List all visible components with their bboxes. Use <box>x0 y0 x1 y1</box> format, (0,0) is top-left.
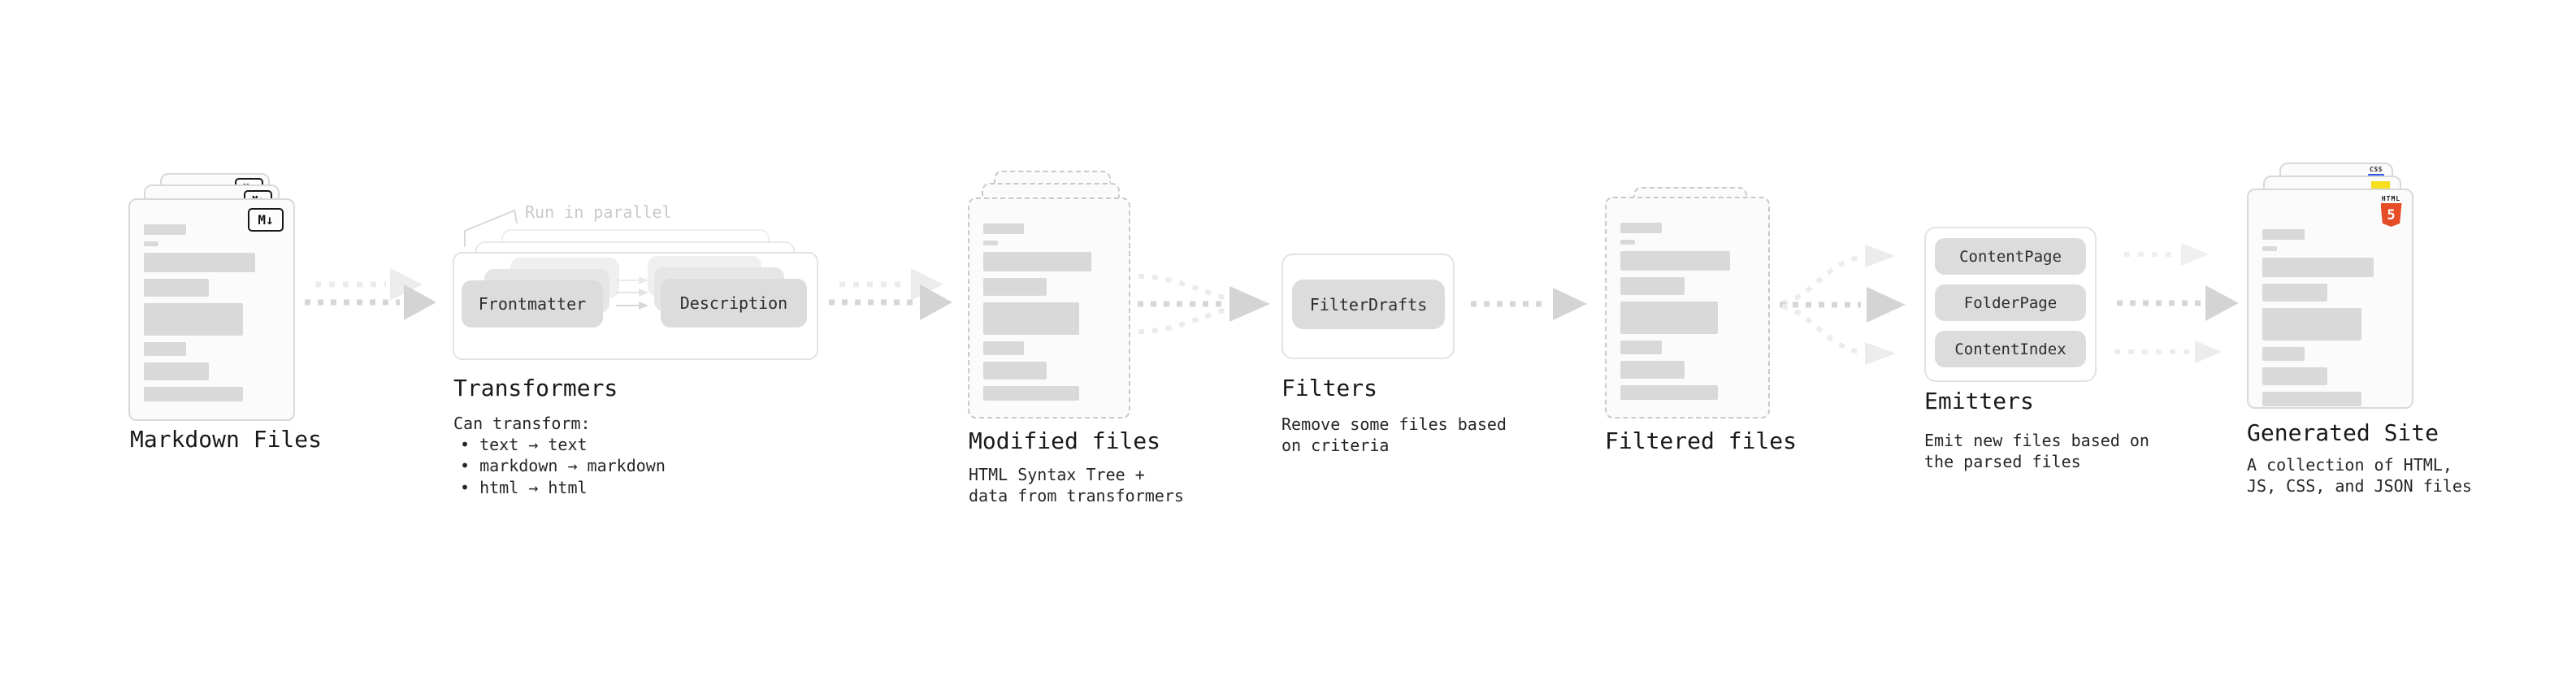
annotation-leader-line <box>464 210 518 247</box>
stage-title-filtered-files: Filtered files <box>1605 427 1798 454</box>
contentindex-node: ContentIndex <box>1935 331 2086 367</box>
filtered-file-card <box>1605 197 1770 419</box>
frontmatter-node: Frontmatter <box>462 280 603 327</box>
filters-desc: Remove some files based <box>1281 414 1507 434</box>
markdown-file-card: M↓ <box>128 198 295 421</box>
contentpage-node: ContentPage <box>1935 238 2086 275</box>
folderpage-node: FolderPage <box>1935 284 2086 321</box>
modified-file-card <box>968 197 1130 419</box>
flow-arrow-filtered-to-emitters <box>1780 245 1906 365</box>
stage-title-generated-site: Generated Site <box>2247 419 2439 446</box>
html5-icon: HTML 5 <box>2380 195 2402 227</box>
emitters-desc: Emit new files based on <box>1924 431 2149 450</box>
stage-title-filters: Filters <box>1281 375 1378 401</box>
generated-site-desc: JS, CSS, and JSON files <box>2247 476 2472 496</box>
stage-title-markdown-files: Markdown Files <box>130 426 323 453</box>
site-file-card: HTML 5 <box>2247 189 2413 409</box>
document-text-placeholder <box>1620 223 1754 406</box>
modified-files-desc: HTML Syntax Tree + <box>969 465 1145 484</box>
filters-desc: on criteria <box>1281 436 1390 455</box>
description-node: Description <box>661 279 807 327</box>
document-text-placeholder <box>983 223 1115 407</box>
transformers-desc-heading: Can transform: <box>453 414 591 433</box>
transformers-bullet: • html → html <box>460 478 588 497</box>
transformers-bullet: • markdown → markdown <box>460 456 666 475</box>
document-text-placeholder <box>144 224 280 408</box>
flow-arrow-transformers-to-modified <box>829 268 952 320</box>
markdown-icon: M↓ <box>248 208 284 232</box>
flow-arrow-emitters-to-site <box>2114 243 2239 363</box>
css-icon: CSS <box>2368 167 2384 177</box>
document-text-placeholder <box>2262 229 2398 413</box>
modified-files-desc: data from transformers <box>969 486 1184 505</box>
flow-arrow-modified-to-filters <box>1138 274 1270 334</box>
run-in-parallel-label: Run in parallel <box>525 202 672 222</box>
flow-arrow-markdown-to-transformers <box>305 268 436 320</box>
flow-arrow-filters-to-filtered <box>1471 288 1587 320</box>
emitters-desc: the parsed files <box>1924 452 2081 471</box>
stage-title-transformers: Transformers <box>453 375 618 401</box>
stage-title-emitters: Emitters <box>1924 388 2034 414</box>
filterdrafts-node: FilterDrafts <box>1292 280 1445 329</box>
transformers-bullet: • text → text <box>460 435 588 454</box>
generated-site-desc: A collection of HTML, <box>2247 455 2452 475</box>
javascript-icon <box>2371 181 2390 190</box>
transform-step-arrows <box>616 276 648 310</box>
stage-title-modified-files: Modified files <box>969 427 1161 454</box>
